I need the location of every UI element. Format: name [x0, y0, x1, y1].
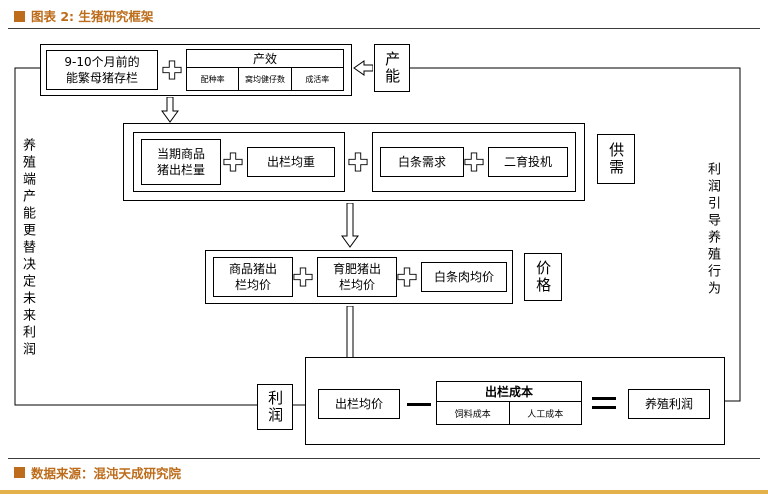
survival-rate-cell: 成活率	[290, 68, 343, 90]
capacity-label-box: 产能	[374, 44, 410, 92]
current-output-box: 当期商品 猪出栏量	[141, 139, 221, 185]
minus-icon	[407, 403, 431, 406]
sale-avg-price-box: 出栏均价	[318, 389, 400, 419]
bottom-gold-bar	[0, 490, 768, 494]
cost-items: 饲料成本 人工成本	[437, 401, 581, 424]
cost-box: 出栏成本 饲料成本 人工成本	[436, 381, 582, 425]
sow-stock-box: 9-10个月前的 能繁母猪存栏	[46, 50, 158, 90]
efficiency-title: 产效	[252, 52, 277, 66]
breeding-rate-cell: 配种率	[200, 74, 225, 84]
carcass-demand-box: 白条需求	[380, 147, 464, 177]
figure-title: 图表 2: 生猪研究框架	[31, 9, 154, 24]
source-bullet-square	[14, 467, 25, 478]
avg-weight-box: 出栏均重	[247, 147, 335, 177]
header-rule	[8, 28, 760, 29]
plus-icon	[397, 267, 417, 287]
efficiency-box: 产效 配种率 窝均健仔数 成活率	[186, 49, 344, 91]
plus-icon	[348, 152, 368, 172]
plus-icon	[223, 152, 243, 172]
litter-size-cell: 窝均健仔数	[238, 68, 290, 90]
feed-cost-cell: 饲料成本	[454, 409, 491, 420]
footer-rule	[8, 458, 760, 459]
supply-demand-label-box: 供需	[597, 134, 635, 184]
fattened-avg-price-box: 育肥猪出 栏均价	[317, 257, 397, 297]
labor-cost-cell: 人工成本	[508, 402, 582, 424]
down-arrow-icon	[341, 203, 359, 248]
equals-icon	[592, 397, 616, 409]
farming-profit-box: 养殖利润	[628, 389, 710, 419]
left-arrow-icon	[353, 60, 373, 76]
right-feedback-note: 利润引导养殖行为	[705, 162, 720, 298]
price-label-box: 价格	[524, 253, 562, 301]
efficiency-items: 配种率 窝均健仔数 成活率	[187, 67, 343, 90]
hog-avg-price-box: 商品猪出 栏均价	[213, 257, 293, 297]
carcass-avg-price-box: 白条肉均价	[421, 262, 507, 292]
title-bullet-square	[14, 11, 25, 22]
plus-icon	[293, 267, 313, 287]
profit-label-box: 利润	[257, 384, 293, 430]
secondary-fattening-box: 二育投机	[488, 147, 568, 177]
down-arrow-icon	[161, 97, 179, 123]
plus-icon	[162, 60, 182, 80]
plus-icon	[464, 152, 484, 172]
left-feedback-note: 养殖端产能更替决定未来利润	[20, 138, 35, 359]
cost-title: 出栏成本	[484, 385, 533, 399]
data-source: 数据来源：混沌天成研究院	[31, 466, 182, 481]
